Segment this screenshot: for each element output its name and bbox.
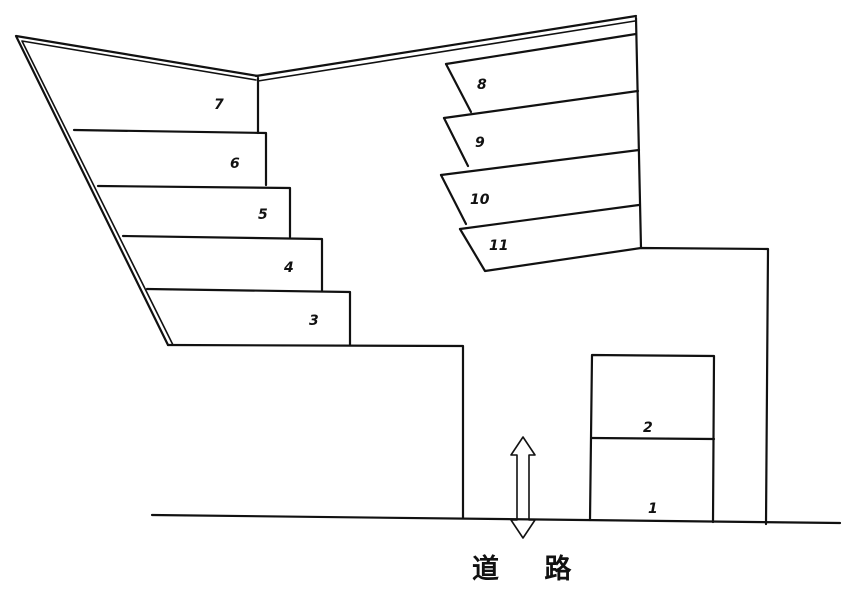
lot-label-10: 10 xyxy=(470,192,490,208)
double-arrow-vertical-icon xyxy=(510,436,536,539)
road-line xyxy=(150,513,842,525)
lot-label-11: 11 xyxy=(489,238,508,254)
lot-label-9: 9 xyxy=(475,135,485,151)
left-parcel-boundary xyxy=(14,34,260,347)
road-label: 道 路 xyxy=(472,553,589,585)
lot-label-2: 2 xyxy=(643,420,653,436)
lot-label-8: 8 xyxy=(477,77,487,93)
lot-label-7: 7 xyxy=(214,97,224,113)
right-lots-steps xyxy=(439,16,770,526)
left-lots-steps xyxy=(72,128,465,520)
lot-label-5: 5 xyxy=(258,207,268,223)
lot-label-4: 4 xyxy=(283,260,294,276)
top-parcel-boundary xyxy=(254,14,638,82)
lot-label-6: 6 xyxy=(230,156,240,172)
lot-label-1: 1 xyxy=(648,501,658,517)
lots-1-2-block xyxy=(588,353,716,524)
lot-label-3: 3 xyxy=(309,313,319,329)
